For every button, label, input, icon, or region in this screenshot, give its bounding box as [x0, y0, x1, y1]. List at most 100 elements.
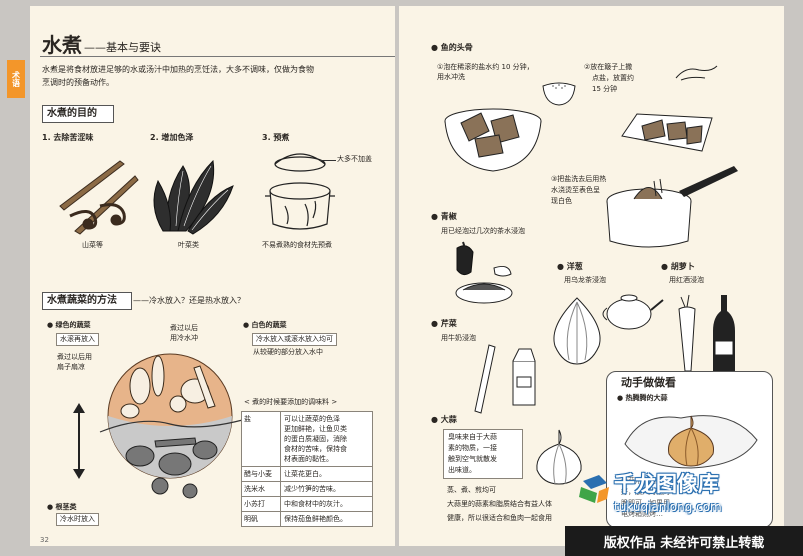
left-page: 水煮 ——基本与要诀 术语 水煮是将食材放进足够的水或汤汁中加热的烹饪法，大多不… [7, 6, 395, 546]
diy-line-3: 脆即可，如果用 [621, 499, 670, 507]
fish-step3-1: ③把盐洗去后用热 [551, 175, 607, 183]
purpose-item-1: 1. 去除苦涩味 [42, 133, 94, 142]
purpose-caption-3: 不易煮熟的食材先预煮 [262, 241, 332, 249]
side-tab: 术语 [7, 60, 25, 98]
intro-line-1: 水煮是将食材放进足够的水或汤汁中加热的烹饪法，大多不调味，仅做为食物 [42, 65, 314, 74]
seasoning-value-line: 的蛋白质凝固，消除 [284, 435, 347, 443]
seasoning-value: 减少竹笋的苦味。 [281, 482, 372, 496]
fish-step2-3: 15 分钟 [592, 85, 618, 93]
salt-bowl-illustration [542, 82, 576, 106]
mid-note-1: 煮过以后 [170, 324, 198, 332]
white-veg-note: 从较硬的部分放入水中 [253, 348, 323, 356]
page-title: 水煮 [42, 33, 82, 57]
watermark-url: tukuqianlong.com [614, 500, 722, 514]
intro-line-2: 烹调时的预备动作。 [42, 78, 114, 87]
seasoning-row: 小苏打中和食材中的灰汁。 [241, 497, 373, 512]
page-number: 32 [40, 536, 49, 544]
method-subheading: ——冷水放入？还是热水放入？ [133, 296, 245, 305]
celery-note: 用牛奶浸泡 [441, 334, 476, 342]
seasoning-key: 盐 [242, 412, 281, 466]
purpose-heading-box: 水煮的目的 [42, 105, 114, 123]
seasoning-value-line: 让菜花更白。 [284, 470, 326, 478]
side-tab-label: 术语 [11, 71, 21, 87]
copyright-banner-text: 版权作品 未经许可禁止转载 [603, 535, 765, 551]
diy-title: 动手做做看 [621, 376, 676, 389]
seasoning-value: 让菜花更白。 [281, 467, 372, 481]
seasoning-key: 醋与小麦 [242, 467, 281, 481]
onion-heading: ● 洋葱 [557, 262, 583, 271]
watermark-logo-icon [579, 475, 609, 503]
wild-vegetable-illustration [59, 160, 139, 235]
diy-line-4: 电烤箱则烤… [621, 510, 663, 518]
fish-heading: ● 鱼的头骨 [431, 43, 473, 52]
purpose-caption-2: 叶菜类 [178, 241, 199, 249]
white-veg-tag: 冷水放入或滚水放入均可 [252, 333, 337, 346]
root-veg-label: ● 根茎类 [47, 503, 77, 511]
seasoning-key: 明矾 [242, 512, 281, 526]
seasoning-value-line: 中和食材中的灰汁。 [284, 500, 347, 508]
garlic-bottom-1: 蒸、煮、煎均可 [447, 486, 496, 494]
root-veg-tag: 冷水时放入 [56, 513, 99, 526]
garlic-fact-1: 臭味来自于大蒜 [448, 433, 497, 441]
purpose-caption-1: 山菜等 [82, 241, 103, 249]
fish-step3-2: 水浇烫至表色呈 [551, 186, 600, 194]
seasoning-key: 洗米水 [242, 482, 281, 496]
carrot-heading: ● 胡萝卜 [661, 262, 695, 271]
carrot-wine-illustration [678, 294, 735, 372]
fish-step2-2: 点盐，放置约 [592, 74, 634, 82]
green-veg-label: ● 绿色的蔬菜 [47, 321, 91, 329]
garlic-fact-3: 触到空气就散发 [448, 455, 497, 463]
garlic-fact-box [443, 429, 523, 479]
title-rule [40, 56, 395, 57]
garlic-fact-4: 出味道。 [448, 466, 476, 474]
pot-note-leader [320, 160, 336, 161]
teapot-illustration [602, 294, 664, 330]
seasoning-key: 小苏打 [242, 497, 281, 511]
purpose-item-2: 2. 增加色泽 [150, 133, 194, 142]
mid-note-2: 用冷水冲 [170, 334, 198, 342]
green-veg-note-2: 扇子扇凉 [57, 363, 85, 371]
method-heading-box: 水煮蔬菜的方法 [42, 292, 132, 310]
seasoning-title: < 煮的时候要添加的调味料 > [244, 398, 338, 406]
seasoning-row: 洗米水减少竹笋的苦味。 [241, 482, 373, 497]
seasoning-value-line: 食材的苦味，保持食 [284, 445, 347, 453]
seasoning-value: 保持茄鱼鲜艳颜色。 [281, 512, 372, 526]
fish-tray-illustration [621, 113, 713, 152]
leafy-greens-illustration [153, 159, 234, 235]
fish-step2-1: ②放在簸子上撒 [584, 63, 633, 71]
seasoning-row: 盐可以让蔬菜的色泽更加鲜艳，让鱼贝类的蛋白质凝固，消除食材的苦味，保持食材表面的… [241, 411, 373, 467]
garlic-bottom-3: 健康，所以很适合和鱼肉一起食用 [447, 514, 552, 522]
green-veg-tag: 水滚再放入 [56, 333, 99, 346]
pepper-illustration [455, 241, 513, 304]
garlic-foil-illustration [624, 415, 758, 469]
seasoning-value-line: 材表面的黏性。 [284, 455, 333, 463]
purpose-heading: 水煮的目的 [47, 108, 97, 119]
seasoning-value-line: 减少竹笋的苦味。 [284, 485, 340, 493]
vegetable-circle-illustration [99, 353, 251, 499]
pot-illustration [265, 153, 335, 230]
garlic-heading: ● 大蒜 [431, 415, 457, 424]
onion-illustration [553, 297, 601, 365]
garlic-fact-2: 素的物质，一接 [448, 444, 497, 452]
up-down-arrow-icon [73, 403, 85, 479]
carrot-note: 用红酒浸泡 [669, 276, 704, 284]
pepper-heading: ● 青椒 [431, 212, 457, 221]
pot-kettle-illustration [606, 166, 738, 248]
diy-subtitle: ● 热腾腾的大蒜 [617, 394, 668, 402]
white-veg-label: ● 白色的蔬菜 [243, 321, 287, 329]
watermark-brand: 千龙图像库 [614, 472, 719, 496]
diy-line-2: 好，放入烤箱烤 [621, 488, 670, 496]
celery-heading: ● 芹菜 [431, 319, 457, 328]
fish-step3-3: 现白色 [551, 197, 572, 205]
hand-sprinkle-icon [675, 65, 718, 81]
purpose-item-3: 3. 预煮 [262, 133, 290, 142]
fish-bowl-illustration [444, 108, 542, 172]
seasoning-value-line: 保持茄鱼鲜艳颜色。 [284, 515, 347, 523]
page-subtitle: ——基本与要诀 [84, 41, 161, 54]
seasoning-value-line: 可以让蔬菜的色泽 [284, 415, 340, 423]
pot-note: 大多不加盖 [337, 155, 372, 163]
seasoning-value: 中和食材中的灰汁。 [281, 497, 372, 511]
seasoning-value-line: 更加鲜艳，让鱼贝类 [284, 425, 347, 433]
pepper-note: 用已经泡过几次的茶水浸泡 [441, 227, 525, 235]
fish-step1-2: 用水冲洗 [437, 73, 465, 81]
